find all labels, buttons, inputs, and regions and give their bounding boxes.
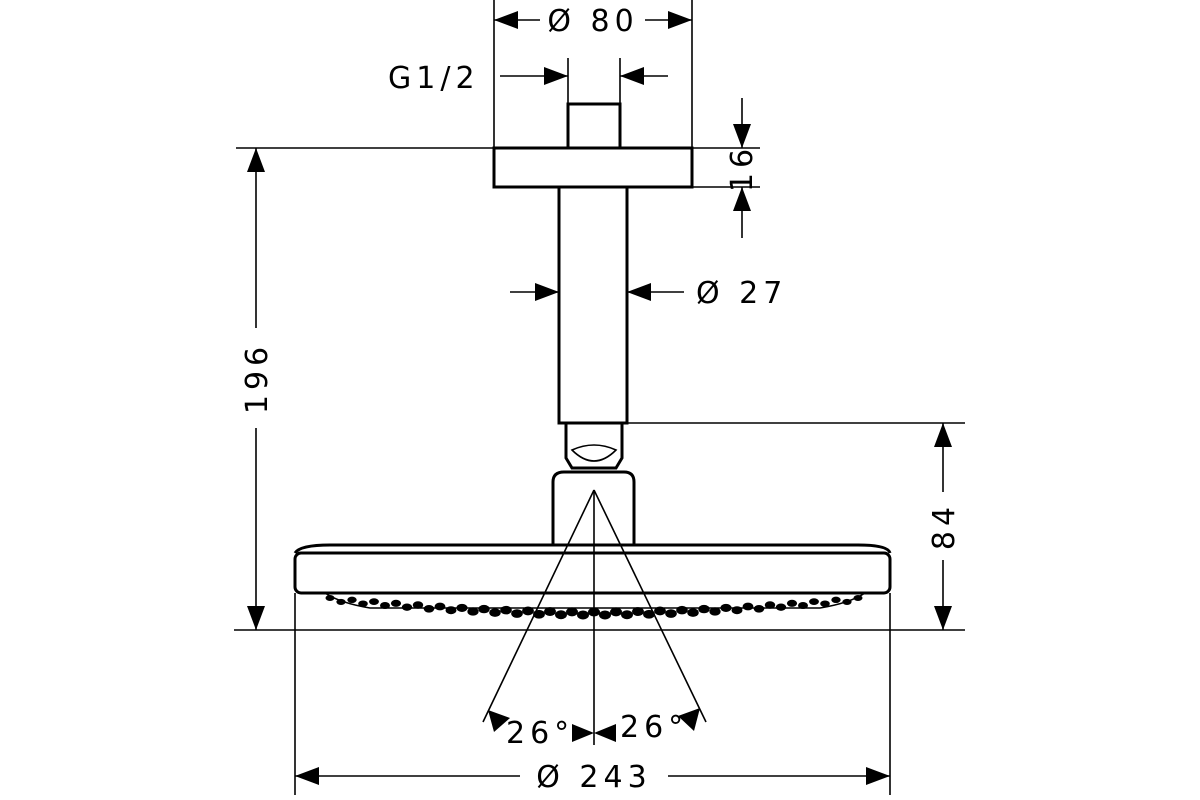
- label-thread: G1/2: [388, 61, 480, 96]
- product-outline: [293, 102, 892, 620]
- nozzle: [599, 610, 611, 620]
- nozzle: [698, 604, 710, 614]
- nozzle: [709, 607, 721, 616]
- arrow-right-pointing: [544, 67, 568, 85]
- nozzle: [654, 606, 666, 616]
- swivel-joint: [564, 423, 624, 470]
- label-spray-angle-left: 26°: [506, 716, 574, 751]
- arrow-right-pointing: [535, 283, 559, 301]
- dim-head-diameter: Ø 243: [295, 760, 890, 795]
- label-spray-angle-right: 26°: [620, 710, 688, 745]
- nozzle: [566, 607, 578, 617]
- arrow-left: [494, 11, 518, 29]
- label-top-diameter: Ø 80: [547, 4, 638, 39]
- nozzle: [511, 609, 523, 618]
- nozzle: [809, 598, 819, 606]
- nozzle: [336, 598, 346, 606]
- nozzle: [775, 603, 787, 611]
- nozzle: [555, 610, 567, 620]
- nozzle-row: [325, 595, 863, 620]
- nozzle: [665, 609, 677, 618]
- dim-thread: G1/2: [388, 58, 668, 104]
- arrow-right: [866, 767, 890, 785]
- label-arm-diameter: Ø 27: [696, 276, 787, 311]
- arrow-left-pointing: [620, 67, 644, 85]
- spray-line-right: [593, 489, 707, 723]
- nozzle: [643, 609, 655, 619]
- nozzle: [842, 598, 852, 606]
- nozzle: [632, 607, 644, 616]
- spray-line-left: [482, 489, 595, 723]
- nozzle: [687, 608, 699, 617]
- swivel-joint-ball: [570, 444, 618, 462]
- nozzle: [831, 596, 841, 604]
- ceiling-arm: [557, 185, 629, 425]
- nozzle: [577, 610, 589, 620]
- nozzle: [742, 602, 754, 611]
- dim-head-height: 84: [927, 423, 962, 630]
- nozzle: [720, 603, 732, 612]
- nozzle: [544, 607, 556, 616]
- nozzle: [786, 599, 798, 607]
- arrow-angle-left-outer: [488, 710, 510, 732]
- nozzle: [423, 604, 435, 613]
- dim-flange-height: 16: [725, 98, 760, 238]
- dim-spray-angle: 26° 26°: [482, 489, 707, 751]
- nozzle: [489, 608, 501, 617]
- nozzle: [358, 600, 368, 608]
- nozzle: [401, 603, 413, 611]
- arrow-up: [247, 148, 265, 172]
- nozzle: [610, 607, 622, 617]
- label-head-diameter: Ø 243: [536, 760, 651, 795]
- dim-total-height: 196: [240, 148, 275, 630]
- arrow-angle-right-inner: [594, 724, 616, 742]
- nozzle: [412, 601, 424, 609]
- nozzle: [347, 596, 357, 604]
- arrow-angle-right-outer: [678, 708, 700, 731]
- nozzle: [500, 605, 512, 615]
- label-flange-height: 16: [725, 144, 760, 192]
- nozzle: [820, 600, 830, 608]
- connector-body: [551, 470, 636, 545]
- nozzle: [325, 595, 335, 601]
- arrow-right: [668, 11, 692, 29]
- label-total-height: 196: [240, 342, 275, 414]
- nozzle: [478, 604, 490, 614]
- ceiling-flange: [492, 146, 694, 189]
- arrow-down: [934, 606, 952, 630]
- dim-top-diameter: Ø 80: [494, 4, 692, 39]
- nozzle: [380, 602, 390, 609]
- nozzle: [853, 595, 863, 601]
- extension-lines: [234, 0, 965, 795]
- nozzle: [621, 610, 633, 620]
- nozzle: [798, 602, 808, 609]
- arrow-up: [934, 423, 952, 447]
- arrow-up: [733, 187, 751, 211]
- dim-arm-diameter: Ø 27: [510, 276, 787, 311]
- arrow-left: [295, 767, 319, 785]
- nozzle: [369, 598, 379, 606]
- nozzle: [522, 606, 534, 616]
- arrow-down: [733, 124, 751, 148]
- nozzle: [390, 599, 402, 607]
- nozzle: [676, 605, 688, 615]
- shower-head-body: [293, 551, 892, 595]
- nozzle: [456, 603, 468, 612]
- label-head-height: 84: [927, 502, 962, 550]
- nozzle: [467, 607, 479, 616]
- arrow-down: [247, 606, 265, 630]
- thread-stub: [566, 102, 622, 150]
- arrow-left-pointing: [627, 283, 651, 301]
- nozzle: [434, 602, 446, 611]
- nozzle: [731, 606, 743, 615]
- arrow-angle-left-inner: [572, 724, 594, 742]
- nozzle: [764, 601, 776, 609]
- nozzle: [753, 604, 765, 613]
- nozzle: [445, 606, 457, 615]
